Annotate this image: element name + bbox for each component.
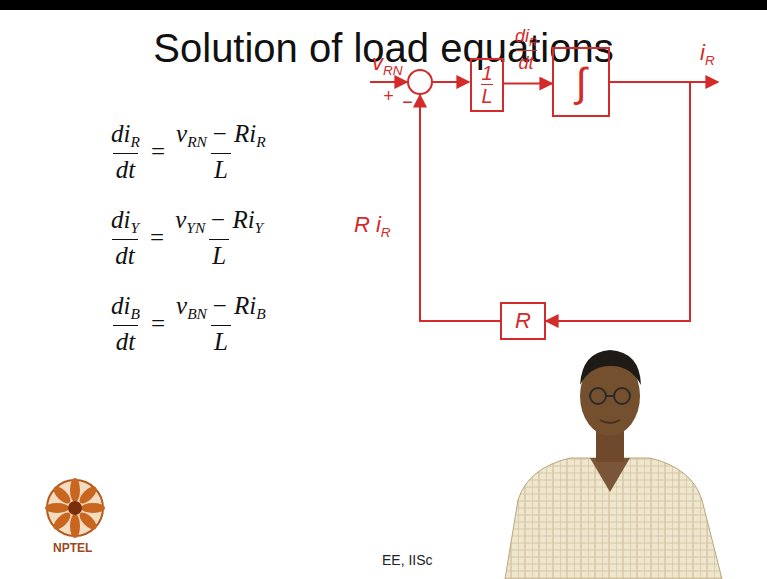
numerator: diR [512, 26, 540, 50]
equation-term: di [111, 292, 130, 319]
equation-term: B [130, 305, 139, 322]
signal-wire [432, 81, 469, 83]
numerator: vRN− RiR [173, 120, 269, 153]
signal-name: di [515, 26, 529, 46]
block-text: R [515, 309, 531, 332]
equation-term: − Ri [211, 120, 256, 147]
equation-term: YN [186, 219, 205, 236]
equation: diRdt=vRN− RiRL [108, 120, 269, 184]
numerator: diY [108, 206, 142, 239]
input-wire [370, 81, 407, 83]
equation-term: R [130, 133, 139, 150]
signal-name: R [354, 212, 370, 237]
output-wire [690, 81, 718, 83]
sign-mark: − [402, 92, 413, 112]
denominator: L [211, 325, 231, 356]
equation-term: L [212, 242, 226, 269]
presenter-figure [505, 350, 722, 579]
denominator: dt [516, 50, 537, 74]
block-text: ∫ [576, 61, 587, 103]
equation-term: − Ri [211, 292, 256, 319]
fraction: diRdt [108, 120, 143, 184]
equation-term: R [256, 133, 265, 150]
equation: diBdt=vBN− RiBL [108, 292, 269, 356]
equation-term: − Ri [209, 206, 254, 233]
equation-term: BN [187, 305, 207, 322]
logo-text: NPTEL [53, 541, 92, 555]
fraction: vRN− RiR L [173, 120, 269, 184]
numerator: diB [108, 292, 143, 325]
integrator-block: ∫ [552, 47, 610, 117]
numerator: vBN− RiB [173, 292, 269, 325]
feedback-wire [420, 95, 500, 321]
equation-term: dt [116, 328, 135, 355]
equation-term: v [176, 292, 187, 319]
signal-name: i [700, 40, 705, 65]
nptel-logo [45, 478, 105, 538]
signal-name: R [529, 36, 537, 48]
block-text: 1 [481, 63, 492, 84]
denominator: L [211, 153, 231, 184]
denominator: dt [113, 325, 138, 356]
sign-mark: + [383, 86, 394, 107]
equals-sign: = [151, 310, 165, 338]
feedback-block: R [500, 302, 546, 340]
fraction: diYdt [108, 206, 142, 270]
denominator: L [209, 239, 229, 270]
fraction: diRdt [512, 26, 540, 74]
derivative-label: diRdt [512, 26, 540, 74]
footer-text: EE, IISc [382, 552, 433, 568]
denominator: dt [112, 239, 137, 270]
equation-term: dt [116, 156, 135, 183]
denominator: dt [113, 153, 138, 184]
equation-term: Y [130, 219, 139, 236]
equation: diYdt=vYN− RiYL [108, 206, 266, 270]
signal-name: RN [383, 63, 403, 78]
equation-term: di [111, 206, 130, 233]
equation-term: L [214, 328, 228, 355]
fraction: vBN− RiB L [173, 292, 269, 356]
signal-name: R [381, 225, 391, 240]
fraction: diBdt [108, 292, 143, 356]
equation-term: B [256, 305, 265, 322]
equation-term: RN [187, 133, 207, 150]
signal-arrow [546, 82, 690, 321]
equation-term: v [176, 120, 187, 147]
equation-term: Y [255, 219, 264, 236]
equation-term: v [175, 206, 186, 233]
numerator: vYN− RiY [172, 206, 266, 239]
sign-mark: + [383, 86, 394, 106]
top-bar [0, 0, 767, 10]
numerator: diR [108, 120, 143, 153]
equals-sign: = [151, 138, 165, 166]
signal-name: i [376, 212, 381, 237]
signal-name: R [705, 53, 715, 68]
signal-name: iR [700, 40, 715, 68]
equation-term: dt [115, 242, 134, 269]
sign-mark: − [402, 92, 413, 113]
signal-name: vRN [372, 50, 403, 78]
fraction: vYN− RiY L [172, 206, 266, 270]
equation-term: L [214, 156, 228, 183]
equation-term: di [111, 120, 130, 147]
gain-block: 1L [470, 58, 504, 112]
signal-name: dt [519, 53, 534, 73]
block-text: L [481, 84, 492, 107]
signal-name: RiR [354, 212, 391, 240]
summing-junction [408, 70, 432, 94]
signal-arrow [504, 83, 552, 85]
signal-name: v [372, 50, 383, 75]
equals-sign: = [150, 224, 164, 252]
